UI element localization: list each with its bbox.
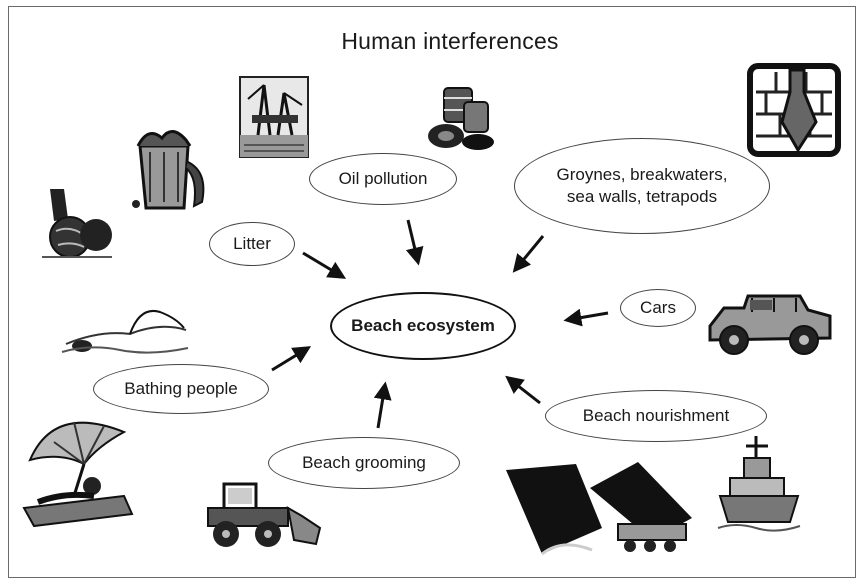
node-oil-pollution: Oil pollution: [309, 153, 457, 205]
oil-barrels-icon: [428, 87, 494, 150]
arrow-beach-grooming: [373, 381, 392, 429]
jeep-icon: [708, 294, 832, 355]
node-coastal-structures-line2: sea walls, tetrapods: [566, 187, 718, 206]
diagram-title: Human interferences: [341, 28, 559, 54]
arrow-oil-pollution: [405, 219, 424, 266]
dredger-icon: [506, 462, 692, 556]
arrow-bathing-people: [271, 346, 312, 372]
node-cars: Cars: [620, 289, 696, 327]
brick-wall-trowel-icon: [747, 63, 841, 157]
node-litter: Litter: [209, 222, 295, 266]
trash-can-icon: [132, 130, 205, 210]
garbage-bag-icon: [42, 189, 112, 258]
node-coastal-structures-line1: Groynes, breakwaters,: [556, 164, 728, 184]
swimmer-icon: [61, 310, 189, 354]
center-node-beach-ecosystem: Beach ecosystem: [330, 292, 516, 360]
node-beach-grooming: Beach grooming: [268, 437, 460, 489]
node-bathing-people: Bathing people: [93, 364, 269, 414]
arrow-litter: [302, 251, 347, 279]
ship-icon: [717, 436, 801, 532]
oil-rig-icon: [239, 76, 309, 158]
arrow-cars: [563, 308, 609, 327]
node-beach-nourishment: Beach nourishment: [545, 390, 767, 442]
node-coastal-structures: Groynes, breakwaters, sea walls, tetrapo…: [514, 138, 770, 234]
arrow-beach-nourishment: [505, 375, 541, 405]
bulldozer-loader-icon: [207, 482, 322, 547]
arrow-coastal-structures: [512, 235, 545, 273]
sunbather-umbrella-icon: [22, 421, 134, 528]
